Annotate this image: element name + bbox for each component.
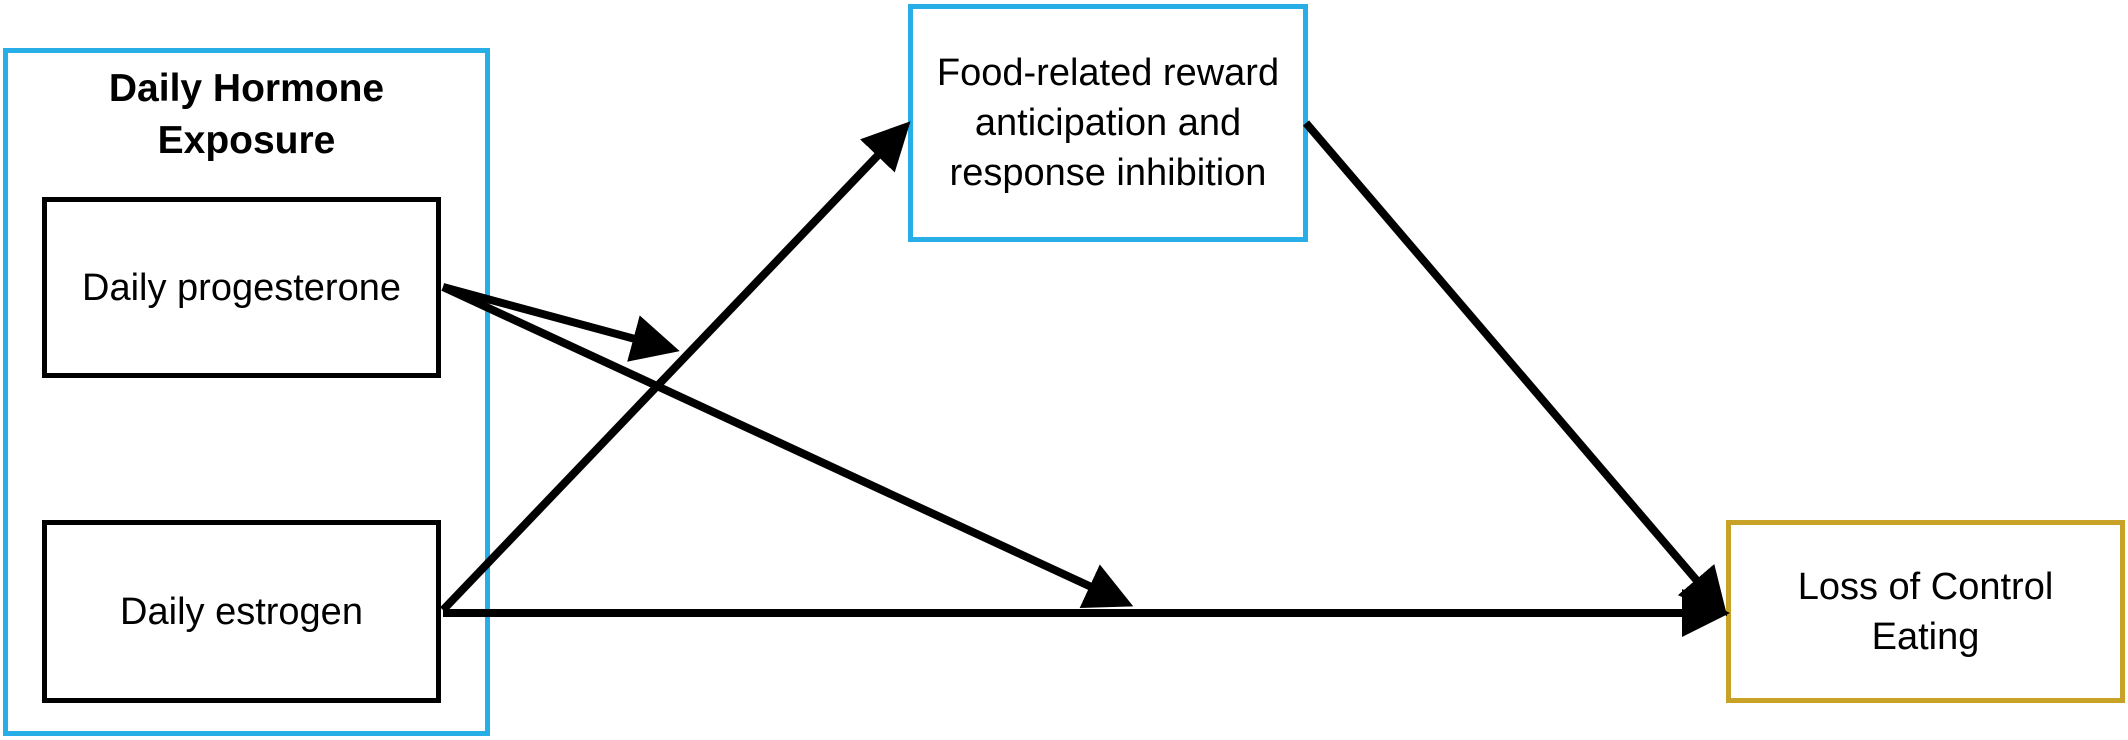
group-title: Daily Hormone Exposure xyxy=(108,67,385,162)
estrogen-node: Daily estrogen xyxy=(42,520,441,703)
progesterone-label: Daily progesterone xyxy=(82,266,401,309)
arrow-mediator-to-outcome xyxy=(1302,120,1728,617)
progesterone-node: Daily progesterone xyxy=(42,197,441,378)
moderation-arrow-lower xyxy=(441,283,1134,608)
arrow-estrogen-to-mediator xyxy=(440,121,911,613)
estrogen-label: Daily estrogen xyxy=(120,590,363,633)
mediator-node: Food-related reward anticipation and res… xyxy=(908,4,1308,242)
outcome-label: Loss of Control Eating xyxy=(1797,565,2054,658)
outcome-node: Loss of Control Eating xyxy=(1726,520,2125,703)
mediator-label: Food-related reward anticipation and res… xyxy=(936,52,1280,194)
